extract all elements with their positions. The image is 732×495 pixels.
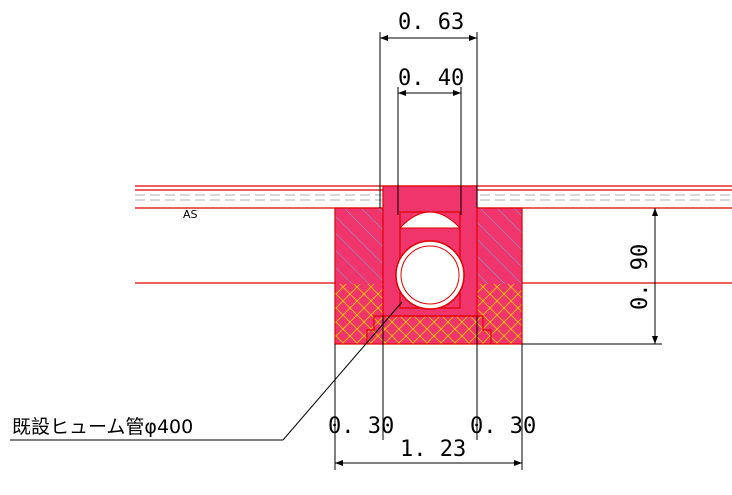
dim-top-outer	[379, 32, 478, 208]
dim-left-wall-label: 0. 30	[328, 414, 394, 439]
dim-bottom-width	[334, 344, 523, 470]
pipe-leader-line	[10, 301, 403, 441]
dim-top-inner	[397, 87, 462, 215]
road-surface-lines	[135, 185, 732, 284]
dim-top-inner-label: 0. 40	[398, 66, 464, 91]
dim-height	[522, 208, 662, 345]
dim-right-wall-label: 0. 30	[470, 414, 536, 439]
dim-height-label: 0. 90	[628, 244, 653, 310]
dim-wall-extensions	[382, 316, 478, 440]
dim-top-outer-label: 0. 63	[398, 10, 464, 35]
surface-layer-label: AS	[183, 208, 198, 221]
existing-hume-pipe	[395, 240, 465, 310]
dim-bottom-width-label: 1. 23	[400, 437, 466, 462]
pipe-leader-label: 既設ヒューム管φ400	[12, 416, 193, 438]
